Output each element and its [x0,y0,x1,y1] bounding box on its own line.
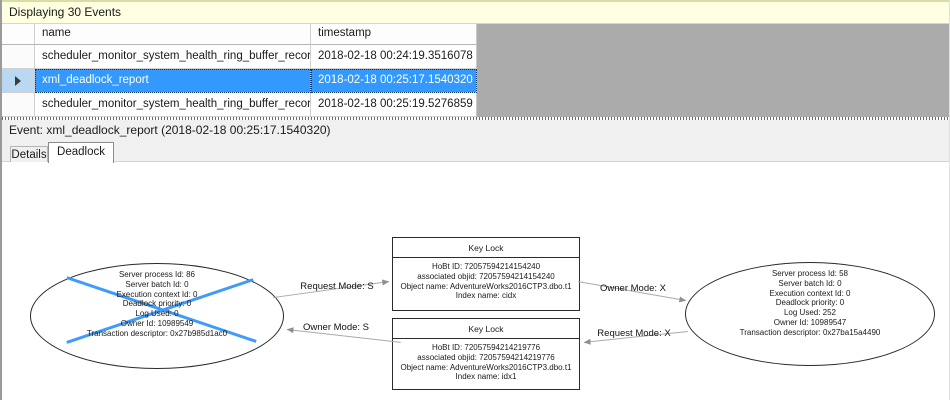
edge-label-owner-s: Owner Mode: S [303,322,369,333]
event-timestamp-cell[interactable]: 2018-02-18 00:25:19.5276859 [311,93,477,117]
column-header-name[interactable]: name [35,24,311,45]
event-summary-label: Event: xml_deadlock_report (2018-02-18 0… [9,123,331,137]
tab-deadlock[interactable]: Deadlock [48,142,114,163]
events-count-bar: Displaying 30 Events [2,0,949,24]
process-line: Transaction descriptor: 0x27b985d1ac0 [86,328,228,338]
resource-details: HoBt ID: 72057594214219776 associated ob… [393,339,579,382]
table-row[interactable]: scheduler_monitor_system_health_ring_buf… [2,45,477,69]
row-selector-cell[interactable] [2,93,35,117]
grid-corner-cell [2,24,35,45]
resource-title: Key Lock [393,238,579,258]
resource-line: Object name: AdventureWorks2016CTP3.dbo.… [400,281,572,291]
column-header-timestamp[interactable]: timestamp [311,24,477,45]
edge-label-owner-x: Owner Mode: X [600,283,666,294]
resource-title: Key Lock [393,319,579,339]
event-summary: Event: xml_deadlock_report (2018-02-18 0… [2,120,949,140]
process-survivor-details: Server process Id: 58 Server batch Id: 0… [690,269,930,338]
event-name-cell[interactable]: scheduler_monitor_system_health_ring_buf… [35,45,311,69]
process-line: Log Used: 252 [783,308,837,318]
process-line: Transaction descriptor: 0x27ba15a4490 [739,327,881,337]
event-timestamp-cell[interactable]: 2018-02-18 00:25:17.1540320 [311,69,477,93]
resource-line: Object name: AdventureWorks2016CTP3.dbo.… [400,362,572,372]
resource-line: associated objid: 72057594214219776 [417,352,555,362]
deadlock-graph: Key Lock HoBt ID: 72057594214154240 asso… [2,162,949,400]
events-grid: name timestamp scheduler_monitor_system_… [2,24,477,117]
event-timestamp-cell[interactable]: 2018-02-18 00:24:19.3516078 [311,45,477,69]
process-line: Execution context Id: 0 [116,289,198,299]
process-line: Server process Id: 86 [118,270,196,279]
process-line: Execution context Id: 0 [769,288,851,298]
resource-line: HoBt ID: 72057594214154240 [431,262,541,271]
grid-pane-splitter[interactable] [2,117,949,120]
row-selector-cell[interactable] [2,69,35,93]
events-grid-area: name timestamp scheduler_monitor_system_… [2,24,949,117]
resource-node-keylock-bottom[interactable]: Key Lock HoBt ID: 72057594214219776 asso… [392,318,580,390]
resource-node-keylock-top[interactable]: Key Lock HoBt ID: 72057594214154240 asso… [392,237,580,311]
process-line: Owner Id: 10989549 [120,318,194,328]
process-line: Log Used: 0 [135,309,179,319]
event-name-cell[interactable]: xml_deadlock_report [35,69,311,93]
process-line: Server process Id: 58 [771,269,849,278]
edge-label-request-x: Request Mode: X [597,328,671,339]
process-line: Deadlock priority: 0 [775,298,845,308]
table-row-selected[interactable]: xml_deadlock_report 2018-02-18 00:25:17.… [2,69,477,93]
events-count-label: Displaying 30 Events [9,5,122,19]
process-line: Server batch Id: 0 [778,278,842,288]
process-line: Deadlock priority: 0 [122,299,192,309]
resource-line: HoBt ID: 72057594214219776 [431,343,541,352]
resource-line: Index name: idx1 [455,372,517,382]
detail-tabstrip: Details Deadlock [2,140,949,163]
current-row-arrow-icon [15,75,21,86]
resource-details: HoBt ID: 72057594214154240 associated ob… [393,258,579,301]
resource-line: Index name: cidx [455,291,517,301]
edge-label-request-s: Request Mode: S [300,281,374,292]
table-row[interactable]: scheduler_monitor_system_health_ring_buf… [2,93,477,117]
row-selector-cell[interactable] [2,45,35,69]
process-victim-details: Server process Id: 86 Server batch Id: 0… [37,270,277,339]
process-line: Server batch Id: 0 [125,279,189,289]
process-node-survivor[interactable] [685,262,935,366]
grid-header-row: name timestamp [2,24,477,45]
resource-line: associated objid: 72057594214154240 [417,271,555,281]
process-line: Owner Id: 10989547 [773,317,847,327]
tab-details[interactable]: Details [10,146,48,162]
event-name-cell[interactable]: scheduler_monitor_system_health_ring_buf… [35,93,311,117]
